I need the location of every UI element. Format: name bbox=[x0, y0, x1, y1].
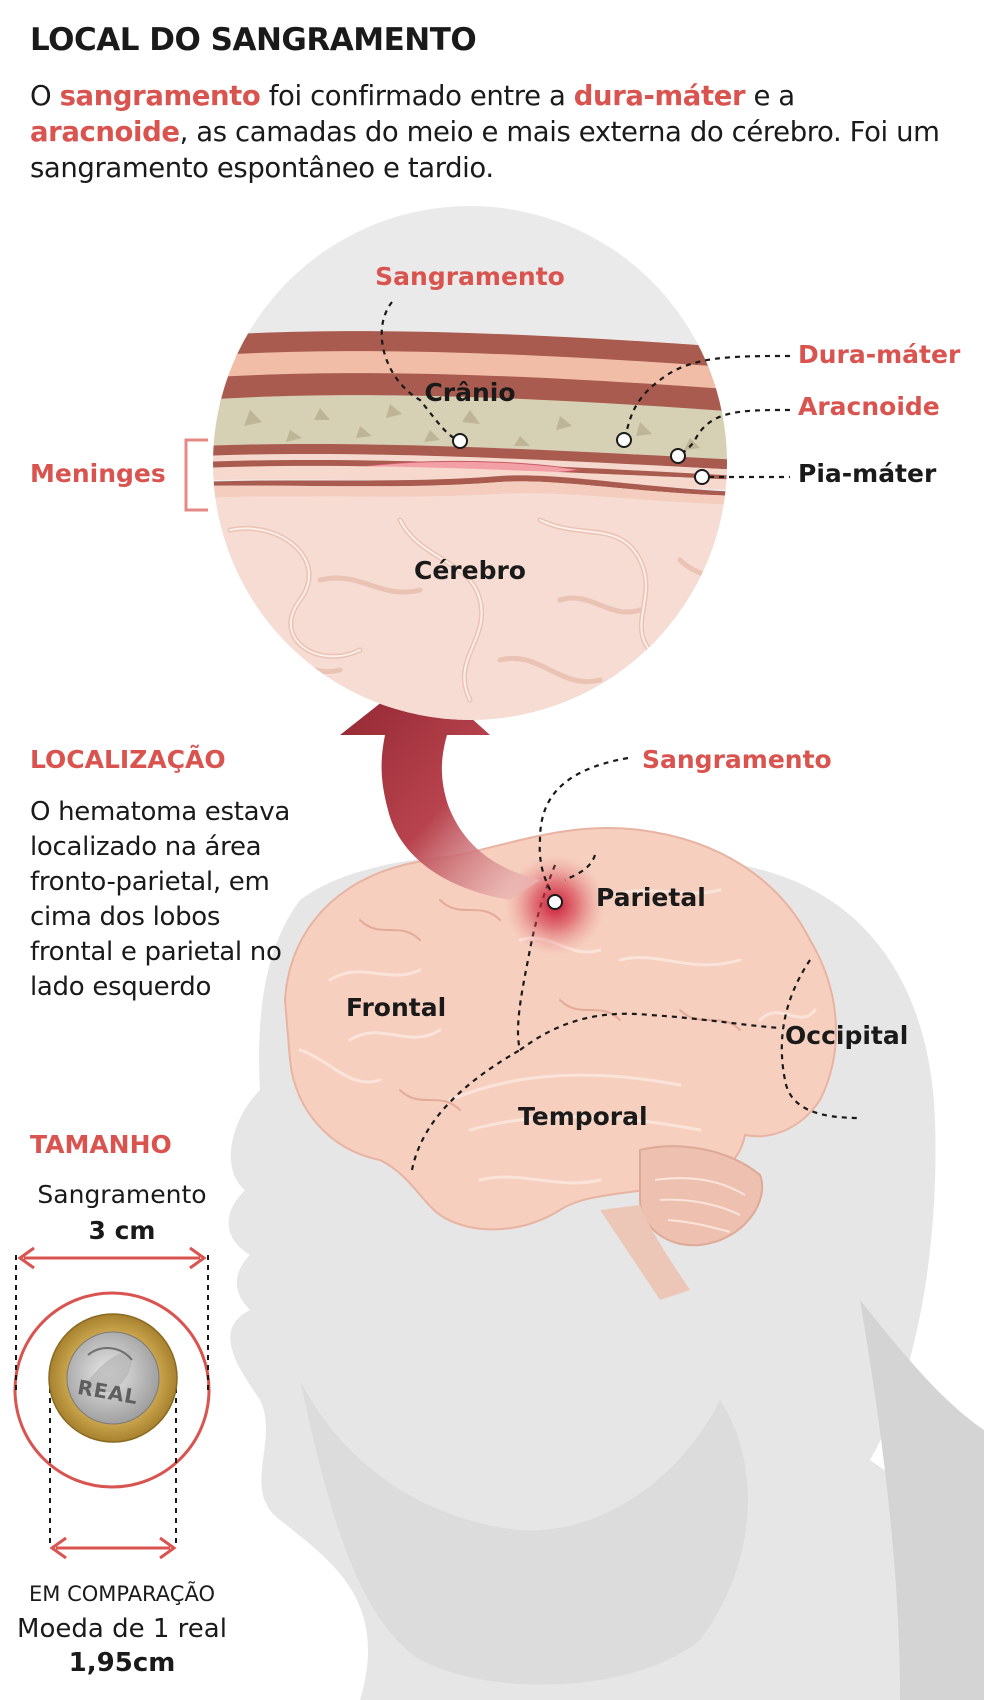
meninges-bracket bbox=[184, 438, 208, 512]
intro-text-3: e a bbox=[745, 80, 795, 112]
intro-highlight-arachnoid: aracnoide bbox=[30, 116, 180, 148]
intro-text-2: foi confirmado entre a bbox=[260, 80, 574, 112]
zoom-bleed-label: Sangramento bbox=[375, 262, 565, 291]
brain-bleed-sulcus bbox=[564, 854, 597, 881]
size-bleed-value: 3 cm bbox=[88, 1216, 156, 1245]
location-heading: LOCALIZAÇÃO bbox=[30, 745, 226, 774]
coin-size-value: 1,95cm bbox=[68, 1648, 176, 1678]
lobe-temporal-label: Temporal bbox=[518, 1102, 648, 1131]
coin-label: Moeda de 1 real bbox=[17, 1614, 227, 1644]
pia-label: Pia-máter bbox=[798, 459, 937, 488]
dura-label: Dura-máter bbox=[798, 340, 961, 369]
brain-label: Cérebro bbox=[414, 556, 526, 585]
intro-text-1: O bbox=[30, 80, 60, 112]
brain-bleed-marker bbox=[547, 894, 563, 910]
size-comparison bbox=[13, 1246, 211, 1560]
brain-bleed-leader bbox=[538, 756, 629, 901]
arachnoid-label: Aracnoide bbox=[798, 392, 940, 421]
lobe-boundaries bbox=[410, 864, 861, 1171]
intro-text: O sangramento foi confirmado entre a dur… bbox=[30, 78, 960, 186]
coin bbox=[48, 1313, 178, 1443]
zoom-arachnoid-marker bbox=[670, 448, 686, 464]
skull-label: Crânio bbox=[424, 378, 516, 407]
page-title: LOCAL DO SANGRAMENTO bbox=[30, 22, 477, 58]
size-heading: TAMANHO bbox=[30, 1130, 172, 1159]
lobe-frontal-label: Frontal bbox=[346, 993, 447, 1022]
intro-text-4: , as camadas do meio e mais externa do c… bbox=[30, 116, 940, 184]
brain-bleed-label: Sangramento bbox=[642, 745, 832, 774]
zoom-arrow bbox=[340, 672, 540, 900]
brain-side-view bbox=[283, 826, 838, 1300]
location-text: O hematoma estava localizado na área fro… bbox=[30, 797, 290, 1002]
zoom-pia-marker bbox=[694, 469, 710, 485]
zoom-dura-marker bbox=[616, 432, 632, 448]
intro-highlight-dura: dura-máter bbox=[573, 80, 746, 112]
comparison-label: EM COMPARAÇÃO bbox=[29, 1582, 215, 1606]
zoom-circle bbox=[213, 206, 727, 720]
intro-highlight-bleeding: sangramento bbox=[59, 80, 261, 112]
meninges-label: Meninges bbox=[30, 459, 166, 488]
size-bleed-label: Sangramento bbox=[37, 1180, 207, 1209]
zoom-bleed-marker bbox=[452, 433, 468, 449]
lobe-parietal-label: Parietal bbox=[596, 883, 706, 912]
lobe-occipital-label: Occipital bbox=[785, 1021, 909, 1050]
